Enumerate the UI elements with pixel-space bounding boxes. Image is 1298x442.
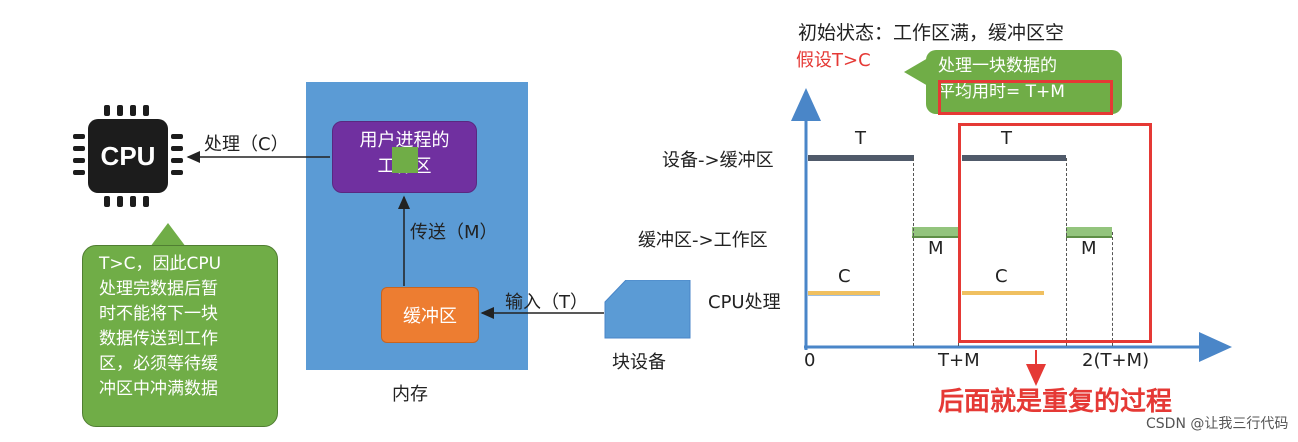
left-callout-tail	[150, 223, 186, 247]
bar-label-T2: T	[1001, 128, 1012, 149]
avg-time-highlight	[938, 80, 1113, 115]
repeat-note: 后面就是重复的过程	[938, 387, 1173, 417]
cpu-chip: CPU	[88, 119, 168, 193]
bar-C-2	[962, 291, 1044, 295]
dashed-line-4	[1112, 232, 1113, 346]
x-tick-0: 0	[804, 350, 816, 371]
bar-label-C1: C	[838, 266, 851, 287]
work-area-line-1: 用户进程的	[359, 130, 450, 151]
bar-T-2	[962, 155, 1066, 161]
row-label-buffer-work: 缓冲区->工作区	[638, 230, 768, 251]
x-tick-2: 2(T+M)	[1082, 350, 1150, 371]
row-label-cpu: CPU处理	[708, 292, 781, 313]
dashed-line-3	[1066, 158, 1067, 346]
left-callout-line: 区，必须等待缓	[99, 354, 218, 374]
row-label-device-buffer: 设备->缓冲区	[662, 150, 774, 171]
transfer-label: 传送（M）	[410, 222, 498, 243]
cpu-chip-label: CPU	[100, 140, 156, 171]
assumption: 假设T>C	[796, 50, 871, 71]
repeat-highlight-box	[958, 123, 1152, 343]
x-tick-1: T+M	[938, 350, 980, 371]
bar-M-2	[1066, 227, 1112, 238]
data-block-square	[392, 147, 418, 173]
left-callout-line: 冲区中冲满数据	[99, 379, 218, 399]
buffer-box: 缓冲区	[381, 287, 479, 343]
left-callout-line: T>C，因此CPU	[99, 254, 222, 274]
left-callout-line: 数据传送到工作	[99, 329, 218, 349]
left-callout-line: 时不能将下一块	[99, 304, 218, 324]
left-callout: T>C，因此CPU 处理完数据后暂 时不能将下一块 数据传送到工作 区，必须等待…	[82, 245, 278, 427]
bar-C-1	[808, 291, 880, 296]
watermark: CSDN @让我三行代码	[1146, 416, 1289, 432]
memory-caption: 内存	[392, 384, 428, 405]
bar-T-1	[808, 155, 914, 161]
input-label: 输入（T）	[505, 292, 588, 313]
bar-label-M2: M	[1081, 238, 1097, 259]
bar-label-M1: M	[928, 238, 944, 259]
initial-state: 初始状态：工作区满，缓冲区空	[798, 22, 1065, 44]
dashed-line-1	[913, 158, 914, 346]
block-device-caption: 块设备	[612, 352, 666, 373]
bar-label-T1: T	[855, 128, 866, 149]
right-callout-tail	[904, 58, 928, 86]
process-label: 处理（C）	[204, 134, 289, 155]
buffer-label: 缓冲区	[403, 306, 457, 327]
avg-time-line-1: 处理一块数据的	[938, 56, 1057, 76]
bar-label-C2: C	[995, 266, 1008, 287]
block-device-icon	[604, 280, 691, 339]
avg-time-line-2: 平均用时= T+M	[938, 82, 1065, 102]
left-callout-line: 处理完数据后暂	[99, 279, 218, 299]
bar-M-1	[912, 227, 958, 238]
